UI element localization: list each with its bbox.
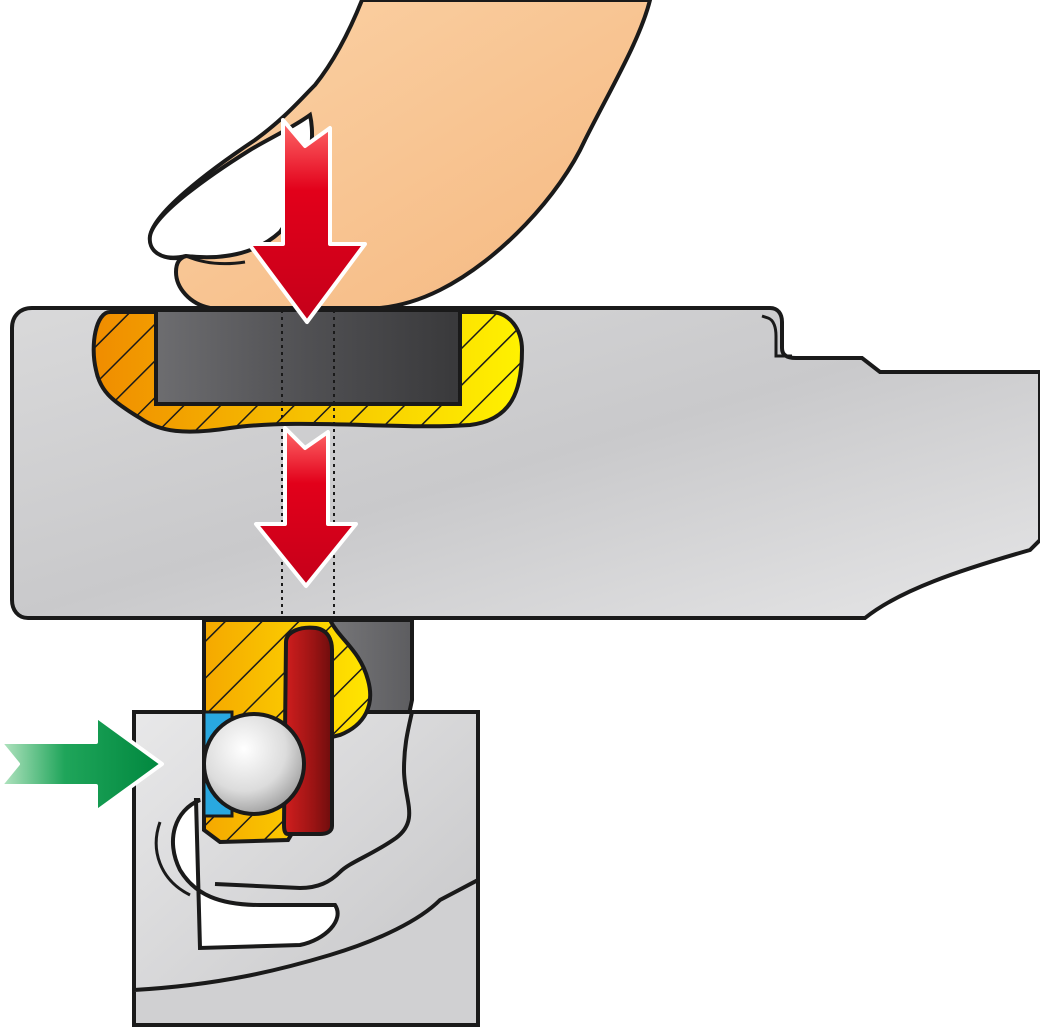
press-block [154, 308, 462, 406]
finger [147, 0, 653, 310]
side-force-arrow [0, 714, 164, 814]
press-force-arrow [247, 118, 367, 324]
transmitted-force-arrow [254, 426, 358, 588]
bearing-ball [202, 712, 306, 816]
